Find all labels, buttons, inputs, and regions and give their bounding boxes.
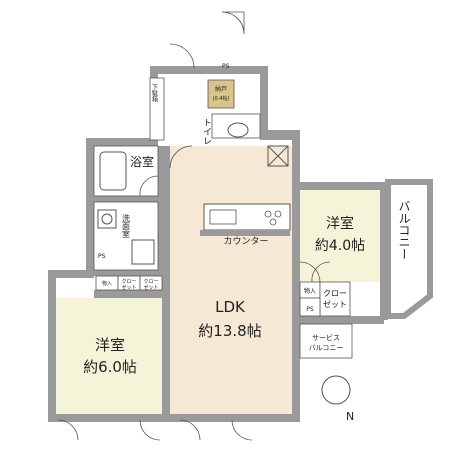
closet-right [319, 281, 351, 317]
nando-label-1: 納戸 [215, 85, 227, 93]
room-b-door-arc [299, 261, 321, 283]
stove-burner-icon [269, 218, 277, 226]
window-arc-4 [231, 419, 253, 441]
western-room-a-floor [56, 298, 162, 414]
kitchen-sink [209, 209, 237, 225]
kitchen-storage [207, 79, 235, 109]
window-arc [57, 419, 79, 441]
ps-box-right [299, 297, 321, 317]
storage-right-label: 物入 [304, 287, 316, 295]
closet-a-label-1: クロー [121, 279, 136, 285]
counter-ledge [200, 230, 290, 236]
room-b-door-arc-2 [311, 261, 331, 283]
western-room-a-size: 約6.0帖 [83, 358, 137, 376]
service-balcony-label-1: サービス [312, 333, 340, 342]
entry-door-arc [221, 11, 245, 35]
counter-label: カウンター [223, 236, 268, 247]
nando-label-2: (0.4帖) [213, 95, 230, 102]
balcony [385, 179, 433, 319]
toilet-room [211, 113, 261, 139]
small-storage-label: 物入 [102, 280, 112, 287]
washroom-label: 洗面室 [122, 213, 131, 238]
window-arc-2 [139, 419, 161, 441]
ldk-size: 約13.8帖 [198, 322, 261, 340]
service-balcony-label-2: バルコニー [309, 344, 344, 352]
wash-door-arc [139, 175, 159, 197]
closet-a-label-2: ゼット [121, 284, 136, 291]
service-balcony [299, 323, 353, 359]
shoe-box-label: 下駄箱 [151, 84, 158, 103]
closet-right-label-1: クロー [323, 289, 347, 298]
compass-circle [321, 375, 351, 405]
bath-label: 浴室 [130, 154, 154, 169]
washing-machine [97, 209, 117, 229]
washing-machine-drum [101, 213, 113, 225]
closet-b [139, 275, 163, 291]
washroom-floor [93, 201, 159, 271]
compass-needle-icon [330, 378, 342, 402]
balcony-label: バルコニー [397, 200, 411, 260]
bath-door-arc [169, 145, 193, 169]
ps-top-label: PS [222, 63, 230, 70]
stove-burner-icon [264, 210, 272, 218]
floors [56, 145, 380, 414]
north-arrow: N [321, 375, 354, 423]
window-arc-3 [179, 419, 201, 441]
closet-right-label-2: ゼット [323, 299, 347, 309]
entry-door-arc-2 [169, 43, 195, 69]
shoe-box [149, 77, 165, 141]
toilet-icon [227, 122, 249, 138]
ldk-floor [170, 146, 292, 414]
western-room-b-name: 洋室 [326, 215, 354, 232]
bathtub [99, 151, 127, 191]
toilet-label: トイレ [201, 118, 212, 145]
walls [48, 66, 388, 422]
ps-left-label: PS [98, 253, 106, 260]
western-room-a-name: 洋室 [95, 336, 125, 354]
ps-right-label: PS [306, 306, 314, 313]
north-label: N [346, 410, 354, 423]
western-room-b-size: 約4.0帖 [315, 238, 365, 254]
closet-b-label-2: ゼット [143, 284, 158, 291]
western-room-b-floor [300, 190, 380, 282]
sink [131, 239, 155, 265]
stove-burner-icon [274, 210, 282, 218]
ldk-name: LDK [215, 298, 246, 316]
doors [57, 11, 331, 441]
closet-b-label-1: クロー [143, 279, 158, 285]
vent-box [267, 145, 289, 167]
